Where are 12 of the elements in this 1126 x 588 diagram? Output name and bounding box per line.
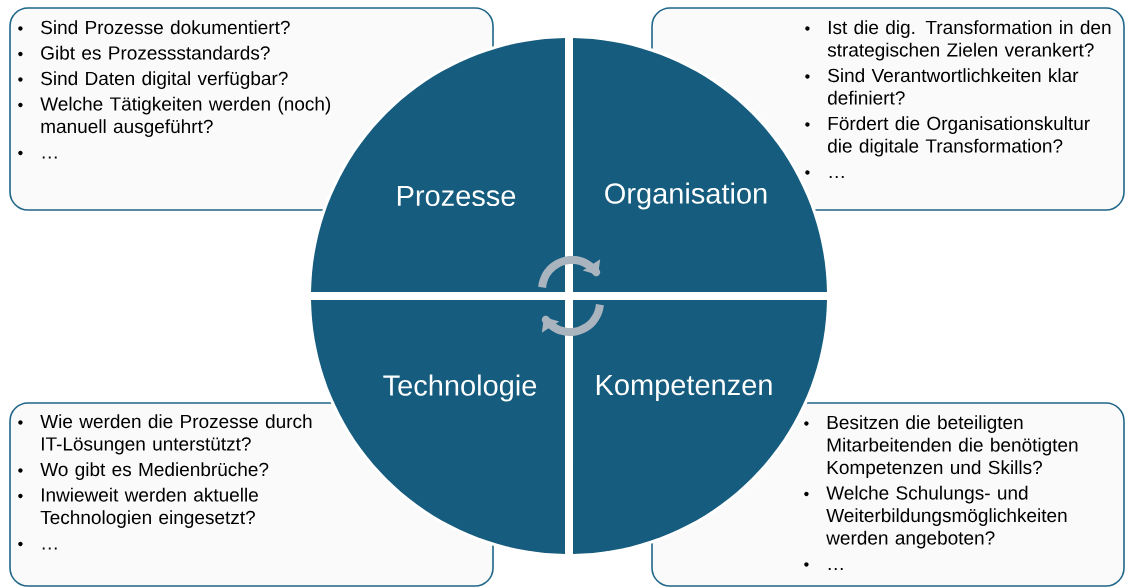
- bullet-item: Wo gibt es Medienbrüche?: [18, 462, 269, 480]
- quadrant-sector: Technologie: [311, 300, 565, 554]
- bullet-item: …: [18, 541, 57, 550]
- bullet-item: Wie werden die Prozesse durch IT-Lösungen unterstützt?: [18, 414, 312, 455]
- bullet-item: Sind Prozesse dokumentiert?: [18, 20, 290, 35]
- quadrant-sector: Kompetenzen: [573, 300, 827, 554]
- bullet-item: …: [804, 562, 843, 570]
- quadrant-sector: Organisation: [573, 38, 827, 292]
- bullet-item: Sind Daten digital verfügbar?: [18, 71, 288, 89]
- bullet-item: Inwieweit werden aktuelle Technologien eingesetzt?: [18, 487, 258, 528]
- bullet-item: Gibt es Prozessstandards?: [18, 45, 270, 60]
- bullet-item: …: [18, 150, 57, 159]
